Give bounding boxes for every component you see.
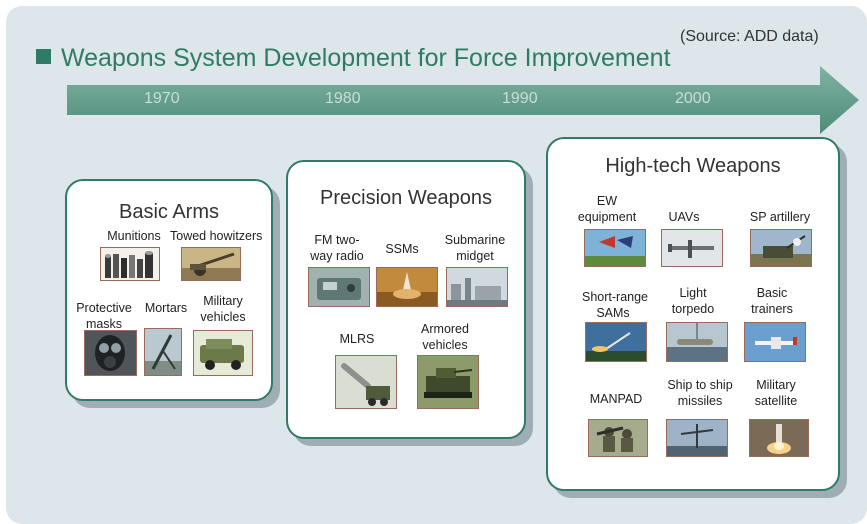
label-uavs: UAVs <box>668 210 700 224</box>
label-manpad: MANPAD <box>589 392 643 406</box>
sam-photo <box>585 322 647 362</box>
source-note: (Source: ADD data) <box>680 28 819 45</box>
title-text: Weapons System Development for Force Imp… <box>61 44 671 72</box>
ship-missile-photo <box>666 419 728 457</box>
label-mlrs: MLRS <box>339 332 375 346</box>
satellite-photo <box>749 419 809 457</box>
year-1970: 1970 <box>144 90 180 107</box>
trainer-photo <box>744 322 806 362</box>
label-ssms: SSMs <box>385 242 419 256</box>
precision-weapons-title: Precision Weapons <box>320 187 492 209</box>
label-fm-radio: FM two-way radio <box>310 233 364 263</box>
protective-mask-photo <box>84 330 137 376</box>
high-tech-weapons-title: High-tech Weapons <box>605 155 781 177</box>
year-1990: 1990 <box>502 90 538 107</box>
munitions-photo <box>100 247 160 281</box>
square-bullet-icon <box>36 49 51 64</box>
label-munitions: Munitions <box>107 229 161 243</box>
manpad-photo <box>588 419 648 457</box>
sp-artillery-photo <box>750 229 812 267</box>
ssm-photo <box>376 267 438 307</box>
towed-howitzer-photo <box>181 247 241 281</box>
military-vehicle-photo <box>193 330 253 376</box>
uav-photo <box>661 229 723 267</box>
mlrs-photo <box>335 355 397 409</box>
ew-photo <box>584 229 646 267</box>
label-towed-howitzers: Towed howitzers <box>170 229 263 243</box>
armored-vehicle-photo <box>417 355 479 409</box>
year-1980: 1980 <box>325 90 361 107</box>
mortar-photo <box>144 328 182 376</box>
torpedo-photo <box>666 322 728 362</box>
submarine-photo <box>446 267 508 307</box>
radio-photo <box>308 267 370 307</box>
label-mortars: Mortars <box>144 301 188 315</box>
label-sp-artillery: SP artillery <box>749 210 811 224</box>
page-title: Weapons System Development for Force Imp… <box>36 44 671 73</box>
basic-arms-title: Basic Arms <box>118 201 220 223</box>
year-2000: 2000 <box>675 90 711 107</box>
